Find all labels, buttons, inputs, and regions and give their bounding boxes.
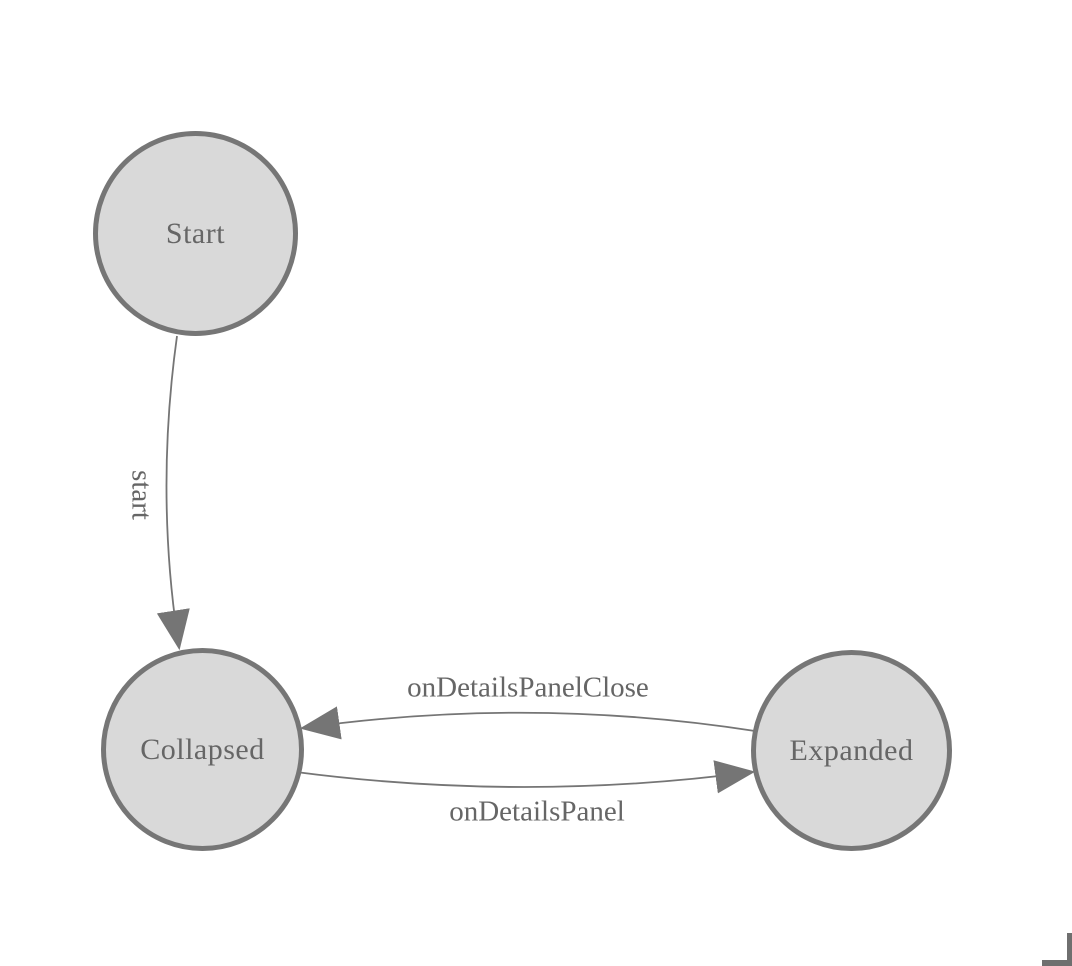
edge-collapsed-to-expanded	[295, 760, 756, 794]
state-node-collapsed[interactable]: Collapsed	[101, 648, 304, 851]
state-node-collapsed-label: Collapsed	[140, 732, 265, 766]
resize-corner-mark	[1042, 933, 1072, 966]
edge-label-ondetailspanel[interactable]: onDetailsPanel	[449, 795, 625, 828]
edge-expanded-to-collapsed	[299, 706, 756, 740]
state-node-expanded[interactable]: Expanded	[751, 650, 952, 851]
state-node-expanded-label: Expanded	[789, 733, 914, 767]
edge-start-to-collapsed	[156, 335, 190, 651]
edge-label-start[interactable]: start	[125, 470, 158, 520]
edge-label-ondetailspanelclose[interactable]: onDetailsPanelClose	[407, 671, 649, 704]
state-node-start[interactable]: Start	[93, 131, 298, 336]
state-node-start-label: Start	[165, 216, 226, 250]
